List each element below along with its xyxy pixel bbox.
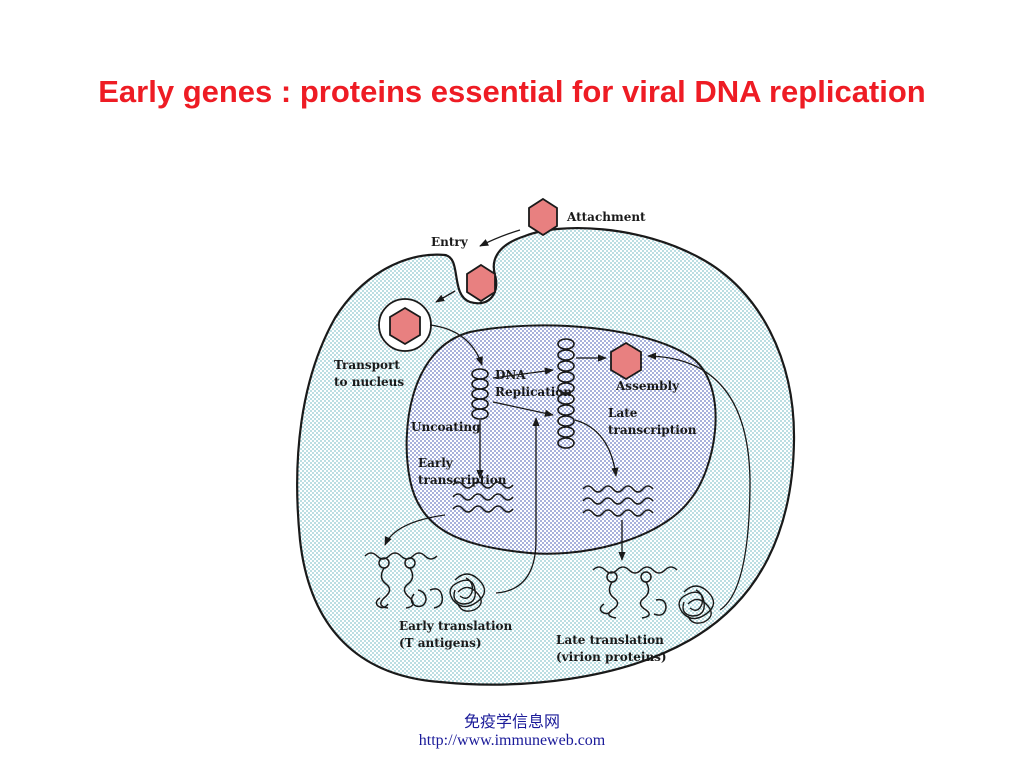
virion-attachment bbox=[528, 197, 558, 237]
label-late-translation-line1: Late translation bbox=[556, 633, 664, 647]
label-entry: Entry bbox=[431, 235, 469, 249]
footer-site-name: 免疫学信息网 bbox=[463, 714, 560, 731]
label-late-transcription-line1: Late bbox=[608, 406, 638, 420]
early-mrna bbox=[452, 481, 514, 513]
label-assembly: Assembly bbox=[615, 379, 680, 393]
slide-title: Early genes : proteins essential for vir… bbox=[98, 74, 926, 109]
early-protein-tangle bbox=[449, 573, 486, 612]
label-transport-line1: Transport bbox=[334, 358, 400, 372]
label-dna-line1: DNA bbox=[495, 368, 526, 382]
label-attachment: Attachment bbox=[566, 210, 646, 224]
pathway-arrows bbox=[384, 229, 751, 611]
virion-entry bbox=[466, 263, 496, 303]
late-protein-tangle bbox=[678, 585, 715, 624]
footer-url: http://www.immuneweb.com bbox=[418, 732, 606, 749]
label-dna-line2: Replication bbox=[495, 385, 572, 399]
label-transport-line2: to nucleus bbox=[334, 375, 404, 389]
label-late-transcription-line2: transcription bbox=[608, 423, 697, 437]
label-early-translation-line1: Early translation bbox=[399, 619, 513, 633]
virion-vesicle bbox=[389, 306, 421, 346]
label-early-transcription-line1: Early bbox=[418, 456, 454, 470]
label-late-translation-line2: (virion proteins) bbox=[556, 650, 667, 664]
dna-coil-left bbox=[471, 368, 489, 420]
label-uncoating: Uncoating bbox=[411, 420, 481, 434]
virion-assembly bbox=[610, 341, 642, 381]
dna-coil-replicated bbox=[557, 338, 575, 449]
late-mrna bbox=[582, 485, 654, 517]
late-ribosomes bbox=[592, 566, 678, 619]
early-ribosomes bbox=[364, 552, 444, 609]
label-early-translation-line2: (T antigens) bbox=[399, 636, 482, 650]
label-early-transcription-line2: transcription bbox=[418, 473, 507, 487]
